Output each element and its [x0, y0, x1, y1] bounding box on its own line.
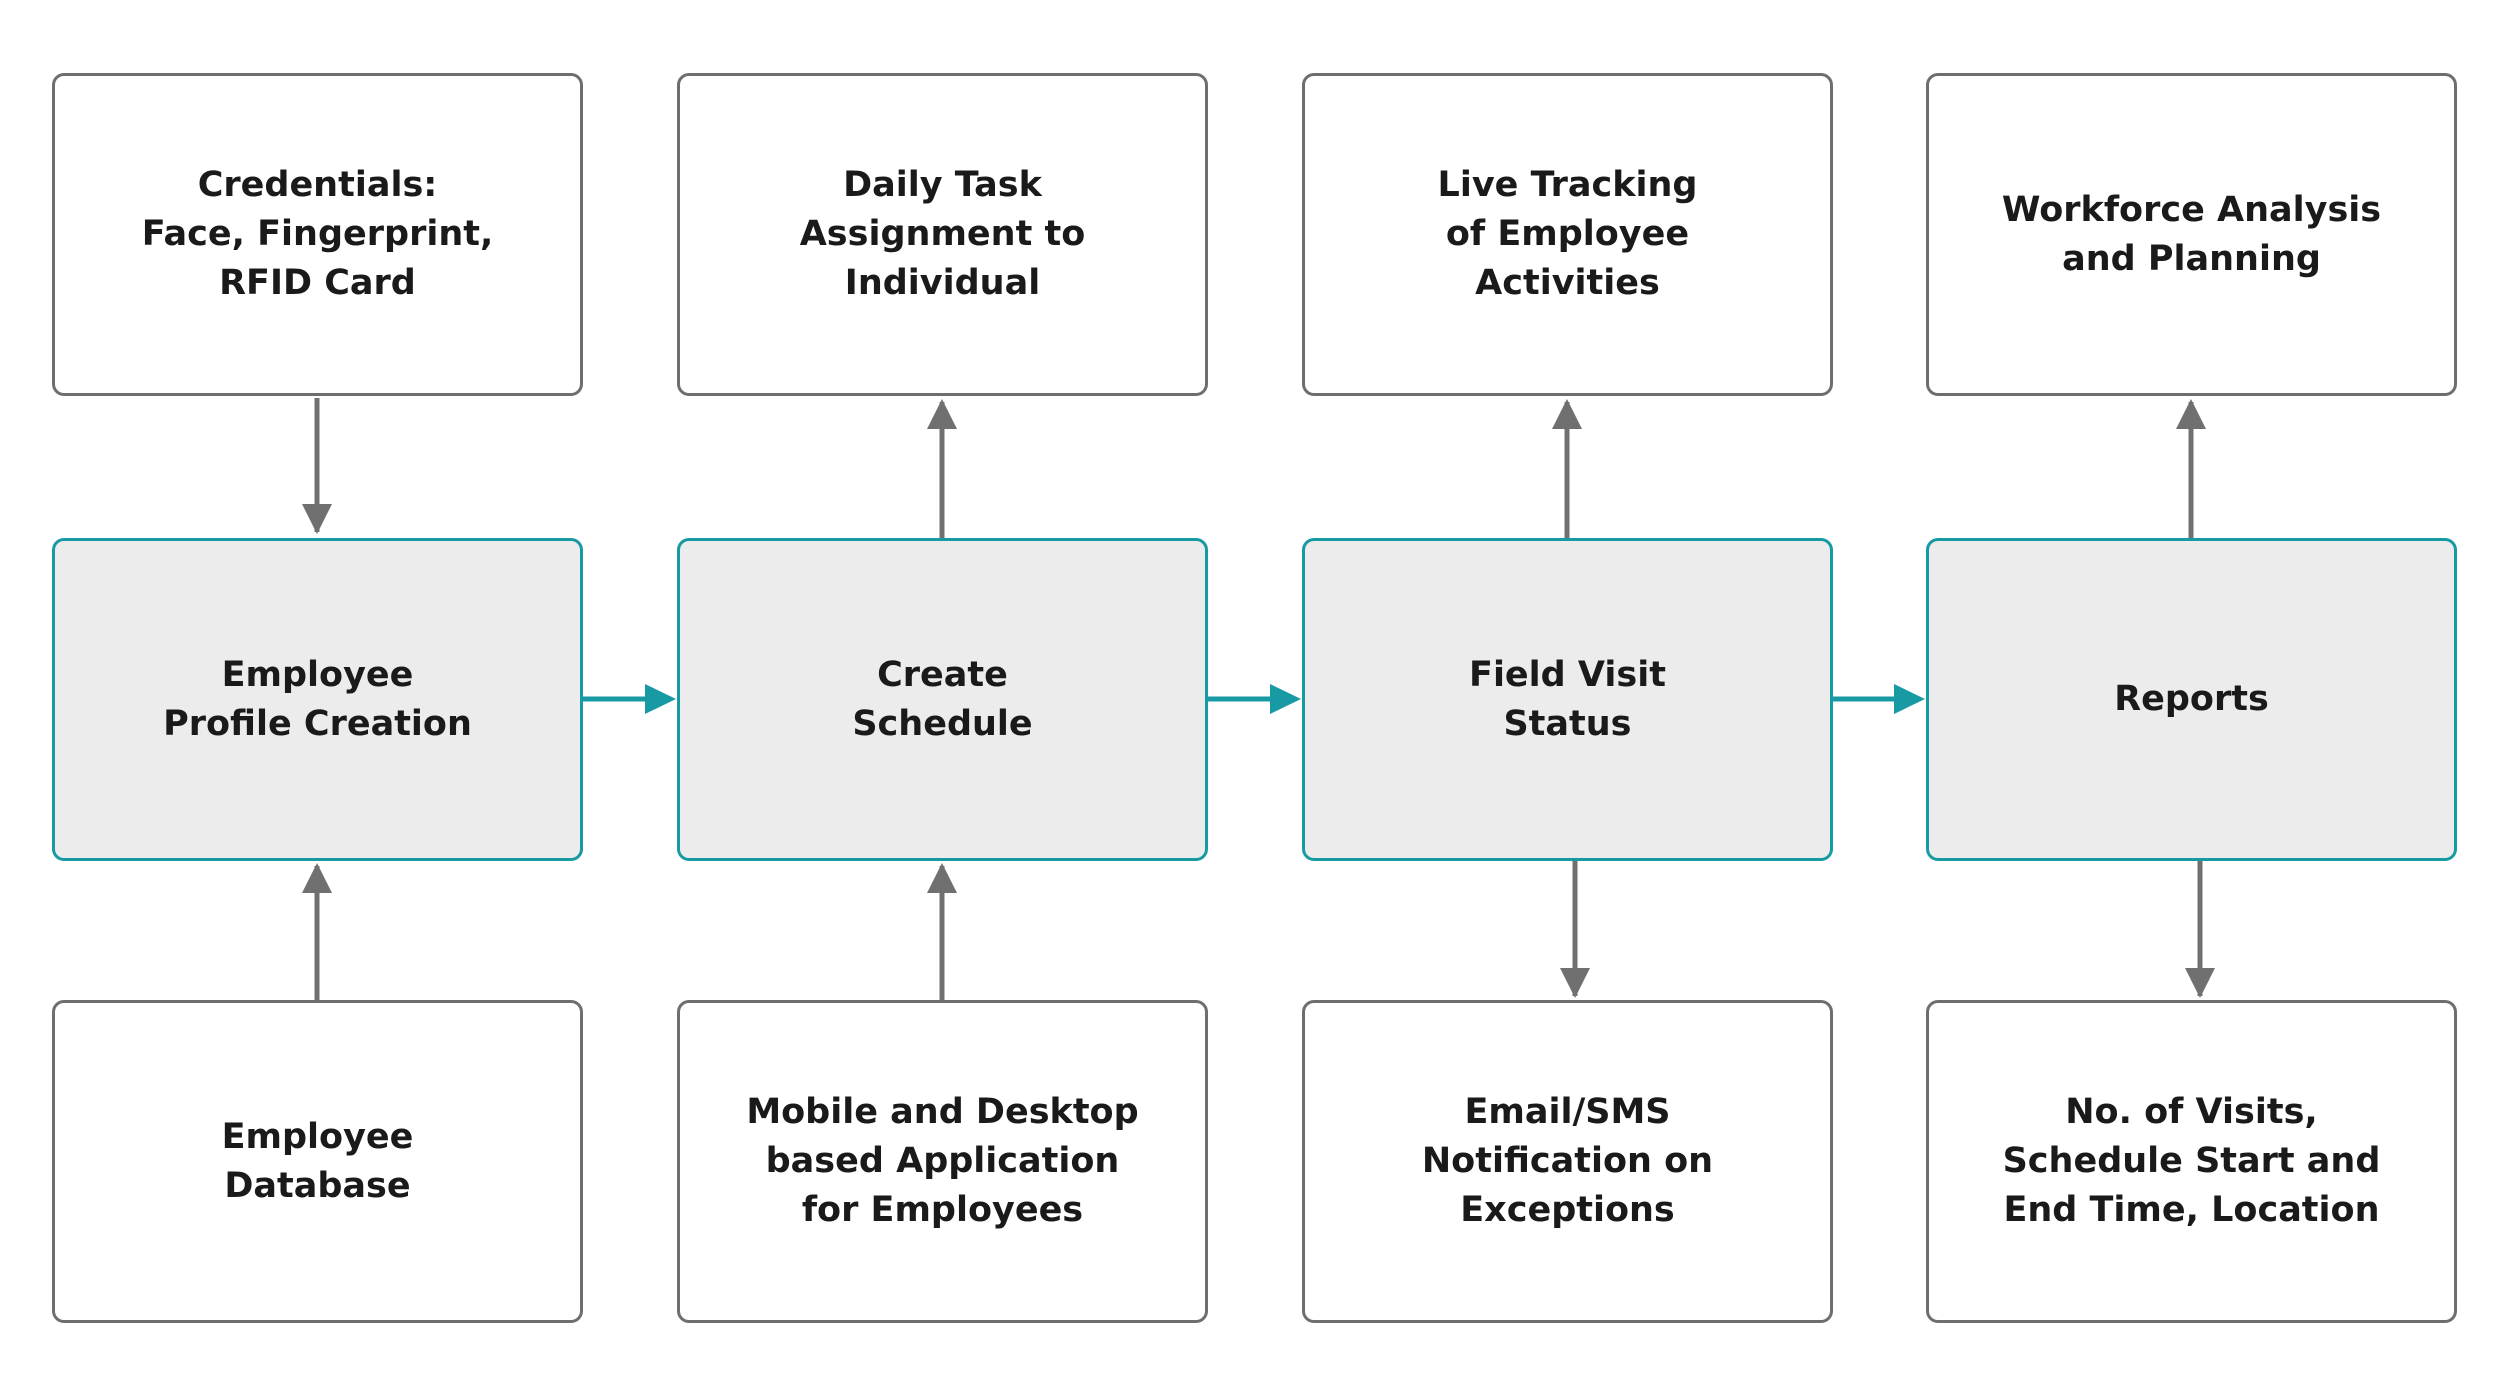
create-schedule-box: Create Schedule — [677, 538, 1208, 861]
arrowhead-mobile-desktop-app-to-create-schedule — [927, 863, 957, 893]
arrowhead-credentials-to-employee-profile-creation — [302, 504, 332, 534]
create-schedule-label: Create Schedule — [852, 654, 1033, 744]
arrowhead-employee-profile-creation-to-create-schedule — [645, 684, 676, 714]
vertical-arrows — [302, 398, 2215, 1000]
visits-schedule-location-label: No. of Visits, Schedule Start and End Ti… — [2002, 1092, 2381, 1230]
credentials-label: Credentials: Face, Fingerprint, RFID Car… — [141, 165, 494, 303]
arrowhead-reports-to-workforce-analysis — [2176, 399, 2206, 429]
live-tracking-label: Live Tracking of Employee Activities — [1437, 165, 1698, 303]
live-tracking-box: Live Tracking of Employee Activities — [1302, 73, 1833, 396]
field-visit-status-box: Field Visit Status — [1302, 538, 1833, 861]
arrowhead-create-schedule-to-field-visit-status — [1270, 684, 1301, 714]
arrowhead-field-visit-status-to-email-sms-notification — [1560, 968, 1590, 998]
mobile-desktop-app-box: Mobile and Desktop based Application for… — [677, 1000, 1208, 1323]
email-sms-notification-box: Email/SMS Notification on Exceptions — [1302, 1000, 1833, 1323]
flow-arrows — [583, 684, 1925, 714]
field-visit-status-label: Field Visit Status — [1469, 654, 1666, 744]
employee-database-box: Employee Database — [52, 1000, 583, 1323]
employee-profile-creation-label: Employee Profile Creation — [163, 654, 472, 744]
reports-box: Reports — [1926, 538, 2457, 861]
workforce-analysis-box: Workforce Analysis and Planning — [1926, 73, 2457, 396]
visits-schedule-location-box: No. of Visits, Schedule Start and End Ti… — [1926, 1000, 2457, 1323]
arrowhead-reports-to-visits-schedule-location — [2185, 968, 2215, 998]
arrowhead-employee-database-to-employee-profile-creation — [302, 863, 332, 893]
email-sms-notification-label: Email/SMS Notification on Exceptions — [1421, 1092, 1714, 1230]
credentials-box: Credentials: Face, Fingerprint, RFID Car… — [52, 73, 583, 396]
employee-database-label: Employee Database — [221, 1116, 414, 1206]
daily-task-assignment-label: Daily Task Assignment to Individual — [799, 165, 1086, 303]
daily-task-assignment-box: Daily Task Assignment to Individual — [677, 73, 1208, 396]
arrowhead-create-schedule-to-daily-task-assignment — [927, 399, 957, 429]
workforce-analysis-label: Workforce Analysis and Planning — [2001, 189, 2382, 279]
mobile-desktop-app-label: Mobile and Desktop based Application for… — [746, 1092, 1139, 1230]
reports-label: Reports — [2114, 679, 2269, 719]
arrowhead-field-visit-status-to-live-tracking — [1552, 399, 1582, 429]
employee-profile-creation-box: Employee Profile Creation — [52, 538, 583, 861]
arrowhead-field-visit-status-to-reports — [1894, 684, 1925, 714]
